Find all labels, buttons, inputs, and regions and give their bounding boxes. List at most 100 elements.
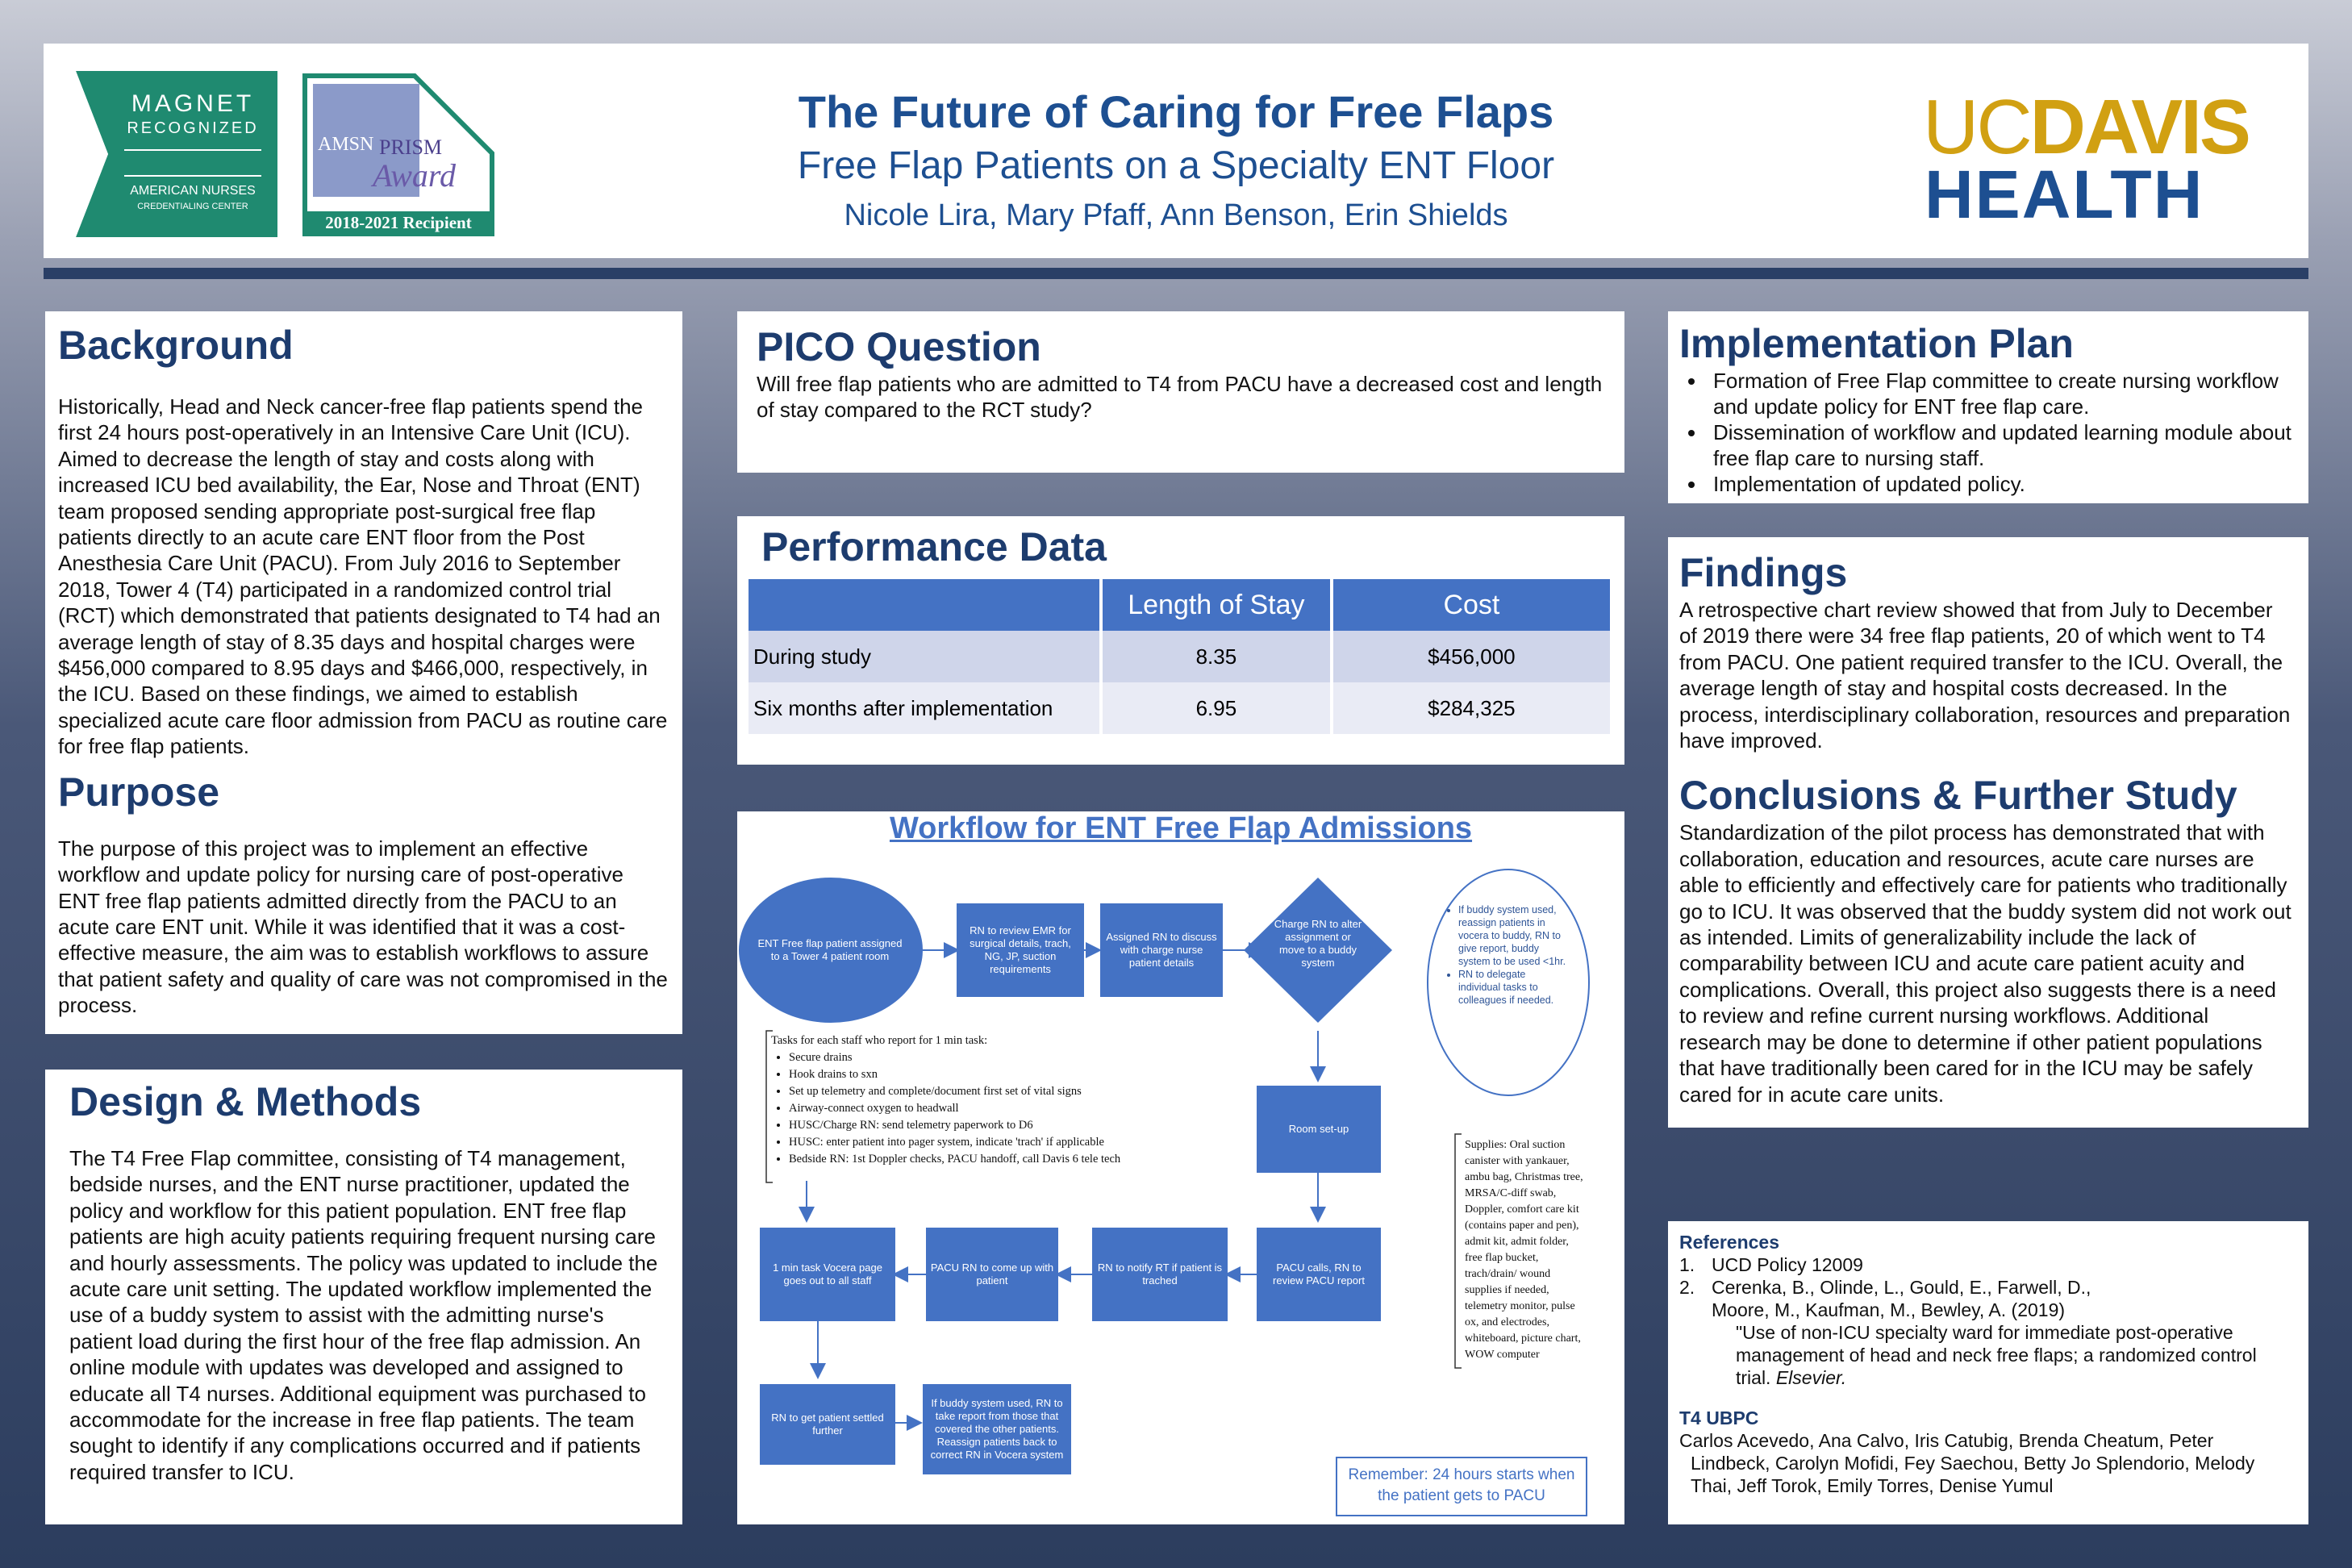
performance-panel: Performance Data Length of Stay Cost Dur… [737,516,1624,765]
magnet-line4: CREDENTIALING CENTER [137,202,248,211]
background-text: Historically, Head and Neck cancer-free … [58,394,668,759]
reference-2: 2. Cerenka, B., Olinde, L., Gould, E., Fa… [1679,1276,2292,1299]
wf-pacu-calls: PACU calls, RN to review PACU report [1257,1228,1381,1321]
wf-start: ENT Free flap patient assigned to a Towe… [757,937,903,962]
table-row: During study 8.35 $456,000 [749,631,1610,682]
wf-buddy-report: If buddy system used, RN to take report … [923,1384,1071,1474]
implementation-list: Formation of Free Flap committee to crea… [1679,368,2296,497]
workflow-title: Workflow for ENT Free Flap Admissions [889,811,1473,845]
magnet-line3: AMERICAN NURSES [130,184,256,198]
wf-min-task: 1 min task Vocera page goes out to all s… [760,1228,895,1321]
performance-col-cost: Cost [1332,579,1610,631]
implementation-heading: Implementation Plan [1679,321,2074,366]
reference-1-num: 1. [1679,1254,1695,1275]
performance-table: Length of Stay Cost During study 8.35 $4… [745,579,1613,734]
ubpc-line2: Lindbeck, Carolyn Mofidi, Fey Saechou, B… [1691,1453,2255,1474]
list-item: Airway-connect oxygen to headwall [789,1100,1207,1117]
prism-word: PRISM [379,136,443,159]
wf-notify-rt: RN to notify RT if patient is trached [1092,1228,1228,1321]
reference-1: 1. UCD Policy 12009 [1679,1253,2292,1276]
findings-heading: Findings [1679,550,1848,595]
ucdavis-davis: DAVIS [2029,84,2251,170]
purpose-heading: Purpose [58,769,220,815]
wf-remember: Remember: 24 hours starts when the patie… [1336,1457,1587,1516]
purpose-text: The purpose of this project was to imple… [58,836,668,1018]
prism-logo: AMSN PRISM Award 2018-2021 Recipient [302,73,495,237]
list-item: Secure drains [789,1049,1207,1066]
magnet-badge-icon [76,71,277,237]
reference-2-journal: Elsevier. [1775,1367,1847,1388]
prism-recipient: 2018-2021 Recipient [325,213,472,232]
ubpc-line3: Thai, Jeff Torok, Emily Torres, Denise Y… [1691,1475,2054,1496]
ucdavis-health: HEALTH [1925,156,2204,232]
reference-2-num: 2. [1679,1277,1695,1298]
reference-2-title: "Use of non-ICU specialty ward for immed… [1679,1321,2292,1389]
wf-buddy-note-item: If buddy system used, reassign patients … [1458,903,1568,968]
performance-col-label [749,579,1099,631]
poster-authors: Nicole Lira, Mary Pfaff, Ann Benson, Eri… [844,198,1508,232]
ubpc-line1: Carlos Acevedo, Ana Calvo, Iris Catubig,… [1679,1430,2214,1451]
table-cell: During study [749,631,1099,682]
prism-award: Award [373,157,456,194]
design-text: The T4 Free Flap committee, consisting o… [69,1146,658,1484]
implementation-panel: Implementation Plan Formation of Free Fl… [1668,311,2308,503]
table-row: Six months after implementation 6.95 $28… [749,682,1610,734]
wf-room-setup: Room set-up [1257,1086,1381,1173]
list-item: Formation of Free Flap committee to crea… [1707,368,2296,419]
wf-charge-rn: Charge RN to alter assignment or move to… [1274,918,1362,969]
performance-header-row: Length of Stay Cost [749,579,1610,631]
reference-2-authors2: Moore, M., Kaufman, M., Bewley, A. (2019… [1712,1299,2066,1320]
prism-award-icon [302,73,494,236]
wf-tasks: Tasks for each staff who report for 1 mi… [771,1032,1207,1168]
ubpc-heading: T4 UBPC [1679,1407,1759,1428]
wf-review-emr: RN to review EMR for surgical details, t… [957,903,1084,997]
list-item: Set up telemetry and complete/document f… [789,1083,1207,1100]
design-panel: Design & Methods The T4 Free Flap commit… [45,1070,682,1524]
pico-text: Will free flap patients who are admitted… [757,372,1603,423]
conclusions-text: Standardization of the pilot process has… [1679,820,2292,1107]
pico-heading: PICO Question [757,324,1041,369]
table-cell: $284,325 [1332,682,1610,734]
poster-title: The Future of Caring for Free Flaps [798,86,1554,137]
decision-diamond [1244,878,1392,1023]
references-panel: References 1. UCD Policy 12009 2. Cerenka,… [1668,1221,2308,1524]
magnet-line1: MAGNET [131,90,255,117]
list-item: HUSC/Charge RN: send telemetry paperwork… [789,1117,1207,1134]
reference-2-title-text: "Use of non-ICU specialty ward for immed… [1736,1322,2257,1388]
table-cell: $456,000 [1332,631,1610,682]
design-heading: Design & Methods [69,1079,422,1124]
header-divider [44,268,2308,279]
background-heading: Background [58,323,294,368]
wf-buddy-note: If buddy system used, reassign patients … [1447,903,1568,1007]
references-heading: References [1679,1232,1780,1253]
list-item: Implementation of updated policy. [1707,471,2296,497]
reference-2-authors1: Cerenka, B., Olinde, L., Gould, E., Farw… [1712,1277,2091,1298]
table-cell: 8.35 [1102,631,1330,682]
reference-1-text: UCD Policy 12009 [1712,1254,1863,1275]
wf-pacu-rn: PACU RN to come up with patient [926,1228,1058,1321]
magnet-line2: RECOGNIZED [127,119,259,137]
list-item: Hook drains to sxn [789,1066,1207,1083]
start-ellipse [739,878,923,1023]
ucdavis-uc: UC [1923,84,2033,170]
list-item: Dissemination of workflow and updated le… [1707,419,2296,471]
wf-buddy-note-item: RN to delegate individual tasks to colle… [1458,968,1568,1007]
table-cell: 6.95 [1102,682,1330,734]
buddy-note-ellipse [1427,869,1590,1096]
magnet-logo: MAGNET RECOGNIZED AMERICAN NURSES CREDEN… [76,71,277,237]
list-item: HUSC: enter patient into pager system, i… [789,1134,1207,1151]
poster-header: MAGNET RECOGNIZED AMERICAN NURSES CREDEN… [44,44,2308,258]
performance-heading: Performance Data [761,524,1107,569]
wf-supplies: Supplies: Oral suction canister with yan… [1465,1139,1583,1361]
wf-tasks-title: Tasks for each staff who report for 1 mi… [771,1034,988,1047]
findings-panel: Findings A retrospective chart review sh… [1668,537,2308,1128]
findings-text: A retrospective chart review showed that… [1679,598,2291,753]
poster-subtitle: Free Flap Patients on a Specialty ENT Fl… [797,144,1555,187]
workflow-connectors [739,869,1590,1431]
wf-assigned-rn: Assigned RN to discuss with charge nurse… [1100,903,1223,997]
table-cell: Six months after implementation [749,682,1099,734]
ucdavis-logo: UCDAVIS HEALTH [1923,87,2270,232]
wf-settled: RN to get patient settled further [760,1384,895,1465]
conclusions-heading: Conclusions & Further Study [1679,773,2237,819]
performance-col-los: Length of Stay [1102,579,1330,631]
